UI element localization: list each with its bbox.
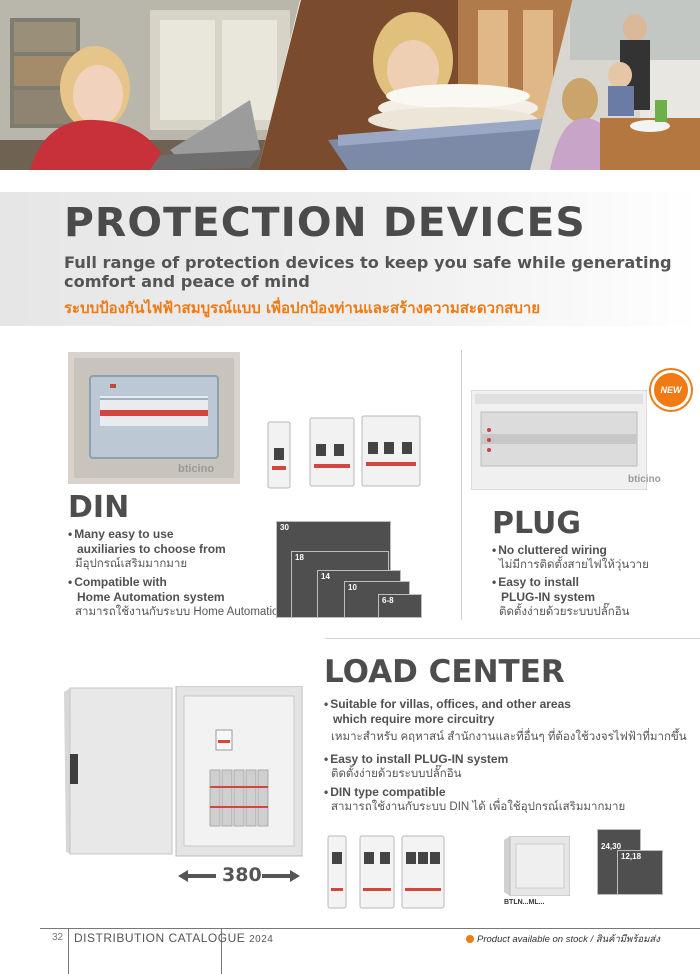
- photo-girl-laundry: [258, 0, 588, 170]
- plug-feature-2: Easy to install PLUG-IN system ติดตั้งง่…: [492, 575, 630, 620]
- load-center-breakers-image: [326, 832, 446, 910]
- plug-feature-1: No cluttered wiring ไม่มีการติดตั้งสายไฟ…: [492, 543, 649, 573]
- din-size-label: 6-8: [382, 596, 394, 605]
- plug-feature-2-line-1: Easy to install: [492, 575, 630, 590]
- din-size-label: 14: [321, 572, 330, 581]
- din-feature-2-line-1: Compatible with: [68, 575, 285, 590]
- plug-brand-label: bticino: [628, 474, 661, 485]
- load-center-small-box-image: [504, 835, 571, 897]
- catalogue-title: DISTRIBUTION CATALOGUE 2024: [74, 931, 273, 945]
- footer-separator: [68, 929, 69, 974]
- din-feature-1-line-1: Many easy to use: [68, 527, 226, 542]
- din-enclosure-image: [68, 352, 240, 484]
- dimension-label: 380: [222, 864, 262, 886]
- photo-family-kitchen: [530, 0, 700, 170]
- load-center-feature-1-thai: เหมาะสำหรับ คฤหาสน์ สำนักงานและที่อื่นๆ …: [331, 731, 687, 743]
- din-size-chip-6-8: 6-8: [378, 594, 422, 618]
- load-center-feature-3-line-1: DIN type compatible: [324, 785, 625, 800]
- plug-feature-2-line-2: PLUG-IN system: [501, 590, 596, 604]
- plug-feature-2-thai: ติดตั้งง่ายด้วยระบบปลั๊กอิน: [499, 606, 630, 618]
- page-number: 32: [52, 932, 64, 943]
- din-feature-2: Compatible with Home Automation system ส…: [68, 575, 285, 620]
- load-center-heading: LOAD CENTER: [324, 654, 565, 690]
- section-divider-horizontal: [325, 638, 700, 639]
- footer-rule: [40, 928, 700, 929]
- footer-separator: [221, 929, 222, 974]
- load-center-size-label: 12,18: [621, 852, 642, 861]
- load-center-feature-1-line-1: Suitable for villas, offices, and other …: [324, 697, 687, 712]
- load-center-feature-2: Easy to install PLUG-IN system ติดตั้งง่…: [324, 752, 508, 782]
- stock-note-text: Product available on stock / สินค้ามีพร้…: [477, 934, 660, 945]
- new-badge: NEW: [651, 370, 691, 410]
- din-size-label: 18: [295, 553, 304, 562]
- stock-dot-icon: [466, 935, 474, 943]
- load-center-size-chip-12-18: 12,18: [617, 850, 663, 895]
- dimension-arrow: [178, 868, 300, 884]
- page-title: PROTECTION DEVICES: [64, 200, 586, 246]
- load-center-feature-2-line-1: Easy to install PLUG-IN system: [324, 752, 508, 767]
- din-breakers-image: [262, 412, 422, 490]
- load-center-feature-2-thai: ติดตั้งง่ายด้วยระบบปลั๊กอิน: [331, 768, 462, 780]
- page-subtitle-thai: ระบบป้องกันไฟฟ้าสมบูรณ์แบบ เพื่อปกป้องท่…: [64, 299, 541, 317]
- catalogue-year: 2024: [249, 934, 274, 945]
- din-feature-1-thai: มีอุปกรณ์เสริมมากมาย: [75, 558, 188, 570]
- catalogue-name: DISTRIBUTION CATALOGUE: [74, 931, 246, 945]
- load-center-cabinet-image: [64, 685, 304, 858]
- model-label: BTLN...ML...: [504, 899, 545, 906]
- page-subtitle: Full range of protection devices to keep…: [64, 253, 672, 291]
- load-center-feature-3-thai: สามารถใช้งานกับระบบ DIN ได้ เพื่อใช้อุปก…: [331, 801, 626, 813]
- plug-enclosure-image: [470, 389, 648, 491]
- din-feature-2-thai: สามารถใช้งานกับระบบ Home Automation: [75, 606, 285, 618]
- din-size-label: 10: [348, 583, 357, 592]
- load-center-feature-1: Suitable for villas, offices, and other …: [324, 697, 687, 745]
- din-brand-label: bticino: [178, 463, 215, 475]
- load-center-feature-3: DIN type compatible สามารถใช้งานกับระบบ …: [324, 785, 625, 815]
- din-feature-1: Many easy to use auxiliaries to choose f…: [68, 527, 226, 572]
- title-band: [0, 192, 700, 326]
- load-center-feature-1-line-2: which require more circuitry: [333, 712, 495, 726]
- plug-feature-1-thai: ไม่มีการติดตั้งสายไฟให้วุ่นวาย: [499, 559, 649, 571]
- section-divider-vertical: [461, 350, 462, 620]
- din-heading: DIN: [68, 490, 130, 525]
- stock-note: Product available on stock / สินค้ามีพร้…: [466, 932, 660, 947]
- hero-photo-strip: [0, 0, 700, 170]
- load-center-size-label: 24,30: [601, 842, 622, 851]
- din-feature-2-line-2: Home Automation system: [77, 590, 225, 604]
- din-size-label: 30: [280, 523, 289, 532]
- din-feature-1-line-2: auxiliaries to choose from: [77, 542, 226, 556]
- photo-girl-laptop: [0, 0, 300, 170]
- plug-feature-1-line-1: No cluttered wiring: [492, 543, 649, 558]
- plug-heading: PLUG: [492, 506, 582, 541]
